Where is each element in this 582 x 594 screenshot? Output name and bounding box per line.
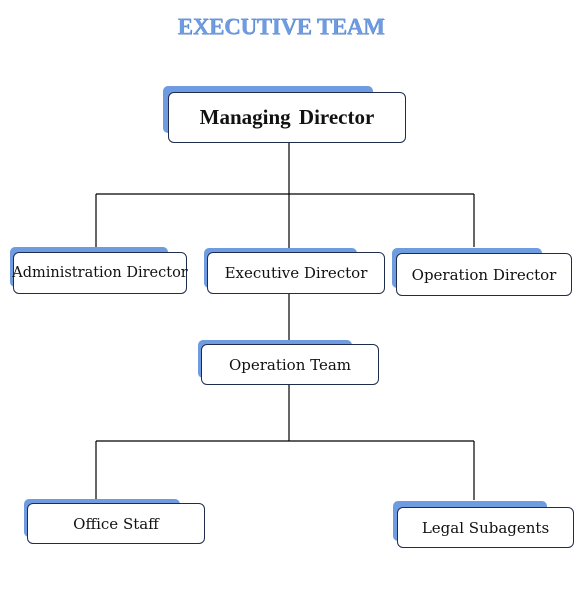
diagram-title: EXECUTIVE TEAM xyxy=(177,14,385,39)
node-label: Administration Director xyxy=(12,252,188,294)
node-label: Office Staff xyxy=(27,503,205,544)
node-label: Operation Director xyxy=(396,253,572,296)
node-label: Legal Subagents xyxy=(397,507,574,548)
node-label: Operation Team xyxy=(201,344,379,385)
node-label: Managing Director xyxy=(168,92,406,143)
node-label: Executive Director xyxy=(207,252,385,294)
